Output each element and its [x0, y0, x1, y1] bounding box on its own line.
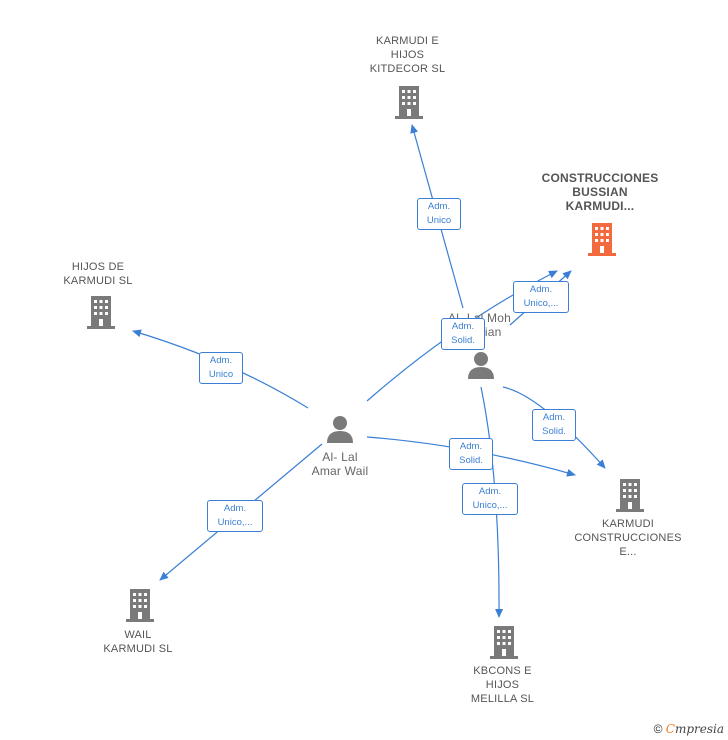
kitdecor-label[interactable]: KARMUDI E HIJOS KITDECOR SL	[369, 35, 446, 75]
bussian-label[interactable]: CONSTRUCCIONES BUSSIAN KARMUDI...	[541, 171, 659, 213]
brand-name: mpresia	[674, 722, 724, 736]
edge-label-lalamar-bussian: Adm. Solid.	[441, 318, 485, 350]
kbcons-building-icon[interactable]	[488, 624, 520, 665]
karmudi-constr-building-icon[interactable]	[614, 477, 646, 518]
lalamar-label[interactable]: Al- Lal Amar Wail	[311, 450, 369, 478]
hijos-building-icon[interactable]	[85, 294, 117, 335]
edge-label-lalmoh-bussian: Adm. Unico,...	[513, 281, 569, 313]
karmudi-constr-label[interactable]: KARMUDI CONSTRUCCIONES E...	[574, 518, 682, 558]
edge-label-lalamar-hijos: Adm. Unico	[199, 352, 243, 384]
edge-label-lalmoh-karmudi-constr: Adm. Solid.	[532, 409, 576, 441]
wail-building-icon[interactable]	[124, 587, 156, 628]
kitdecor-building-icon[interactable]	[393, 84, 425, 125]
edge-label-lalmoh-kitdecor: Adm. Unico	[417, 198, 461, 230]
hijos-label[interactable]: HIJOS DE KARMUDI SL	[63, 261, 133, 287]
edge-label-lalamar-karmudi-constr: Adm. Solid.	[449, 438, 493, 470]
wail-label[interactable]: WAIL KARMUDI SL	[103, 629, 173, 655]
edge-label-lalamar-wail: Adm. Unico,...	[207, 500, 263, 532]
empresia-logo: © Cmpresia	[654, 722, 724, 736]
kbcons-label[interactable]: KBCONS E HIJOS MELILLA SL	[470, 665, 535, 705]
edge-label-lalmoh-kbcons: Adm. Unico,...	[462, 483, 518, 515]
copyright-icon: ©	[653, 722, 663, 736]
bussian-building-icon[interactable]	[586, 221, 618, 262]
brand-initial: C	[665, 722, 675, 736]
lalamar-person-icon[interactable]	[325, 414, 355, 449]
lalmoh-person-icon[interactable]	[466, 350, 496, 385]
